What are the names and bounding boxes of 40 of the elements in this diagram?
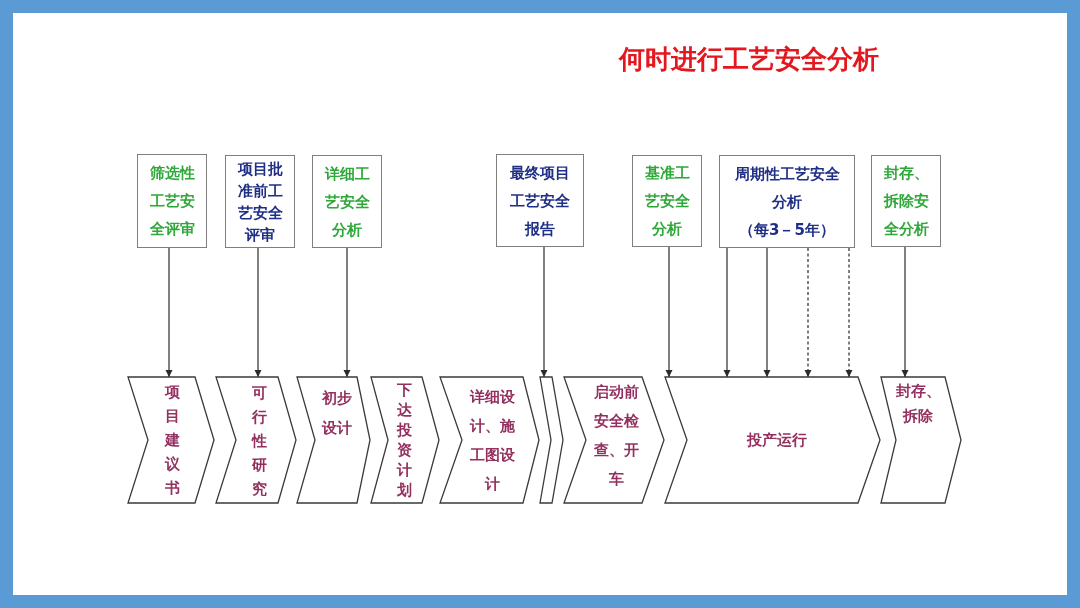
step-label: 可行性研究 xyxy=(251,383,267,500)
arrow xyxy=(540,246,548,378)
dashed-arrow xyxy=(845,247,853,378)
step-label: 项目建议书 xyxy=(164,382,180,499)
box-label: 详细工艺安全分析 xyxy=(324,163,370,241)
process-box xyxy=(137,154,207,248)
box-label: 项目批准前工艺安全评审 xyxy=(237,158,283,246)
process-box xyxy=(496,154,584,247)
step-label: 启动前安全检查、开车 xyxy=(593,382,639,490)
process-step xyxy=(297,377,370,503)
box-label: 周期性工艺安全分析 xyxy=(734,163,840,213)
step-label: 详细设计、施工图设计 xyxy=(469,387,515,495)
arrow xyxy=(723,247,731,378)
diagram-title: 何时进行工艺安全分析 xyxy=(619,44,879,75)
process-step xyxy=(128,377,214,503)
dashed-arrow xyxy=(804,247,812,378)
step-label: 下达投资计划 xyxy=(396,380,412,500)
process-box xyxy=(632,155,702,247)
box-label: 筛选性工艺安全评审 xyxy=(149,163,195,240)
box-label: 封存、拆除安全分析 xyxy=(883,163,929,240)
arrow xyxy=(901,246,909,378)
arrow xyxy=(763,247,771,378)
process-box xyxy=(871,155,941,247)
process-box xyxy=(225,155,295,248)
process-step xyxy=(540,377,563,503)
step-label: 初步设计 xyxy=(321,388,353,439)
arrow xyxy=(343,247,351,378)
box-label: 基准工艺安全分析 xyxy=(644,163,690,240)
step-label: 封存、拆除 xyxy=(895,381,941,427)
step-label: 投产运行 xyxy=(746,430,808,451)
process-box xyxy=(312,155,382,248)
arrow xyxy=(165,247,173,378)
process-step xyxy=(881,377,961,503)
box-label: 最终项目工艺安全报告 xyxy=(509,162,571,240)
process-box xyxy=(719,155,855,248)
process-step xyxy=(371,377,439,503)
box-label: （每3－5年） xyxy=(738,219,836,241)
arrow xyxy=(254,247,262,378)
process-step xyxy=(216,377,296,503)
arrow xyxy=(665,246,673,378)
